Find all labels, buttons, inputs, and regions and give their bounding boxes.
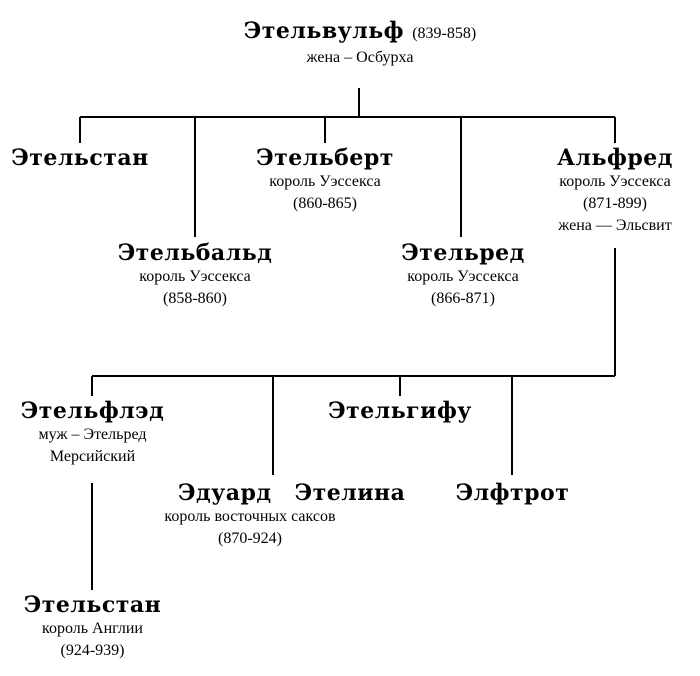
- alfred-title: король Уэссекса: [559, 173, 671, 190]
- node-edward: Эдуард король восточных саксов (870-924): [150, 480, 350, 550]
- node-alfred: Альфред король Уэссекса (871-899) жена —…: [530, 145, 700, 237]
- ethelwulf-spouse: жена – Осбурха: [306, 49, 414, 66]
- ethelred-name: Этельред: [401, 240, 525, 266]
- ethelgifu-name: Этельгифу: [328, 398, 472, 424]
- ethelbert-title: король Уэссекса: [269, 173, 381, 190]
- alfred-years: (871-899): [583, 195, 647, 212]
- alfred-name: Альфред: [557, 145, 673, 171]
- ethelbert-name: Этельберт: [256, 145, 394, 171]
- ethelstan-king-name: Этельстан: [23, 592, 162, 618]
- ethelstan-name: Этельстан: [11, 145, 149, 171]
- elftrot-name: Элфтрот: [455, 480, 570, 506]
- node-ethelstan: Этельстан: [10, 145, 150, 171]
- node-ethelbert: Этельберт король Уэссекса (860-865): [235, 145, 415, 215]
- node-ethelstan-king: Этельстан король Англии (924-939): [10, 592, 175, 662]
- ethelflaed-name: Этельфлэд: [20, 398, 165, 424]
- ethelbert-years: (860-865): [293, 195, 357, 212]
- node-ethelflaed: Этельфлэд муж – Этельред Мерсийский: [10, 398, 175, 468]
- node-ethelwulf: Этельвульф (839-858) жена – Осбурха: [210, 18, 510, 69]
- node-ethelgifu: Этельгифу: [325, 398, 475, 424]
- edward-years: (870-924): [218, 530, 282, 547]
- ethelred-years: (866-871): [431, 290, 495, 307]
- node-ethelbald: Этельбальд король Уэссекса (858-860): [105, 240, 285, 310]
- node-ethelina: Этелина: [290, 480, 410, 506]
- ethelwulf-name: Этельвульф: [243, 18, 405, 44]
- ethelbald-title: король Уэссекса: [139, 268, 251, 285]
- ethelstan-king-years: (924-939): [60, 642, 125, 659]
- alfred-spouse: жена — Эльсвит: [558, 217, 672, 234]
- edward-name: Эдуард: [178, 480, 272, 506]
- ethelstan-king-title: король Англии: [41, 620, 143, 637]
- ethelbald-name: Этельбальд: [117, 240, 273, 266]
- ethelflaed-spouse-line2: Мерсийский: [49, 448, 136, 465]
- edward-title: король восточных саксов: [164, 508, 336, 525]
- ethelflaed-spouse: муж – Этельред: [38, 426, 147, 443]
- ethelbald-years: (858-860): [163, 290, 227, 307]
- ethelwulf-years: (839-858): [412, 25, 477, 42]
- ethelred-title: король Уэссекса: [407, 268, 519, 285]
- ethelina-name: Этелина: [294, 480, 406, 506]
- node-elftrot: Элфтрот: [445, 480, 580, 506]
- node-ethelred: Этельред король Уэссекса (866-871): [373, 240, 553, 310]
